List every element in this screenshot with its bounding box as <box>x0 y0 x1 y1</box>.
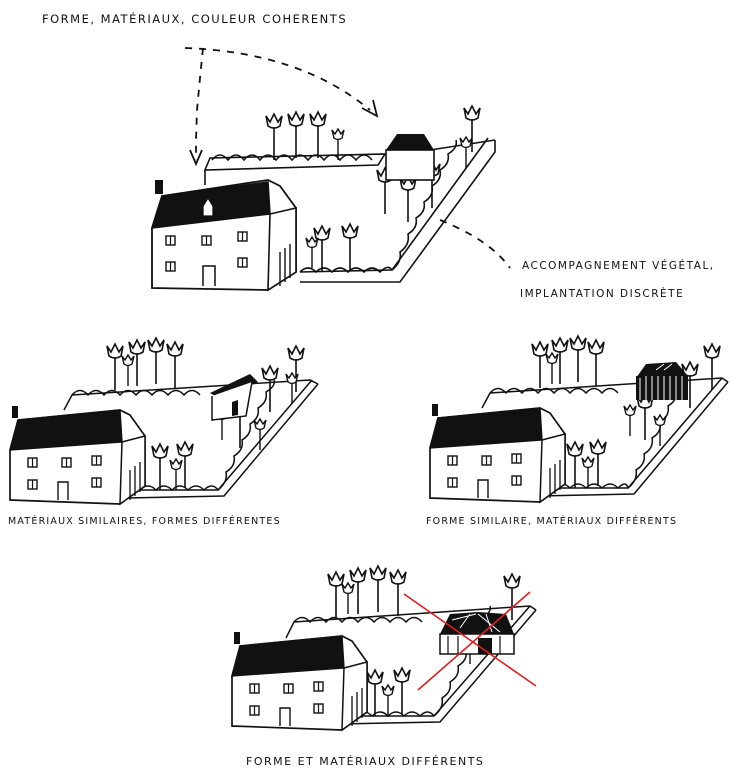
label-coherent: FORME, MATÉRIAUX, COULEUR COHERENTS <box>42 12 347 26</box>
scene-coherent <box>152 48 510 290</box>
main-house <box>10 406 145 504</box>
annex-house <box>210 374 258 420</box>
label-vegetal-line2: IMPLANTATION DISCRÈTE <box>520 288 684 300</box>
label-different: FORME ET MATÉRIAUX DIFFÉRENTS <box>246 755 484 768</box>
main-house <box>430 404 565 502</box>
flowers <box>266 106 480 272</box>
annex-house <box>440 612 514 654</box>
label-similar-form: FORME SIMILAIRE, MATÉRIAUX DIFFÉRENTS <box>426 516 677 527</box>
annex-house <box>636 362 688 400</box>
annex-house <box>386 134 434 180</box>
scene-different <box>232 566 536 730</box>
label-vegetal-line1: ACCOMPAGNEMENT VÉGÉTAL, <box>522 260 715 272</box>
scene-similar-materials <box>10 338 318 504</box>
label-similar-materials: MATÉRIAUX SIMILAIRES, FORMES DIFFÉRENTES <box>8 516 281 527</box>
main-house <box>232 632 367 730</box>
main-house <box>152 180 296 290</box>
scene-similar-form <box>430 336 728 502</box>
